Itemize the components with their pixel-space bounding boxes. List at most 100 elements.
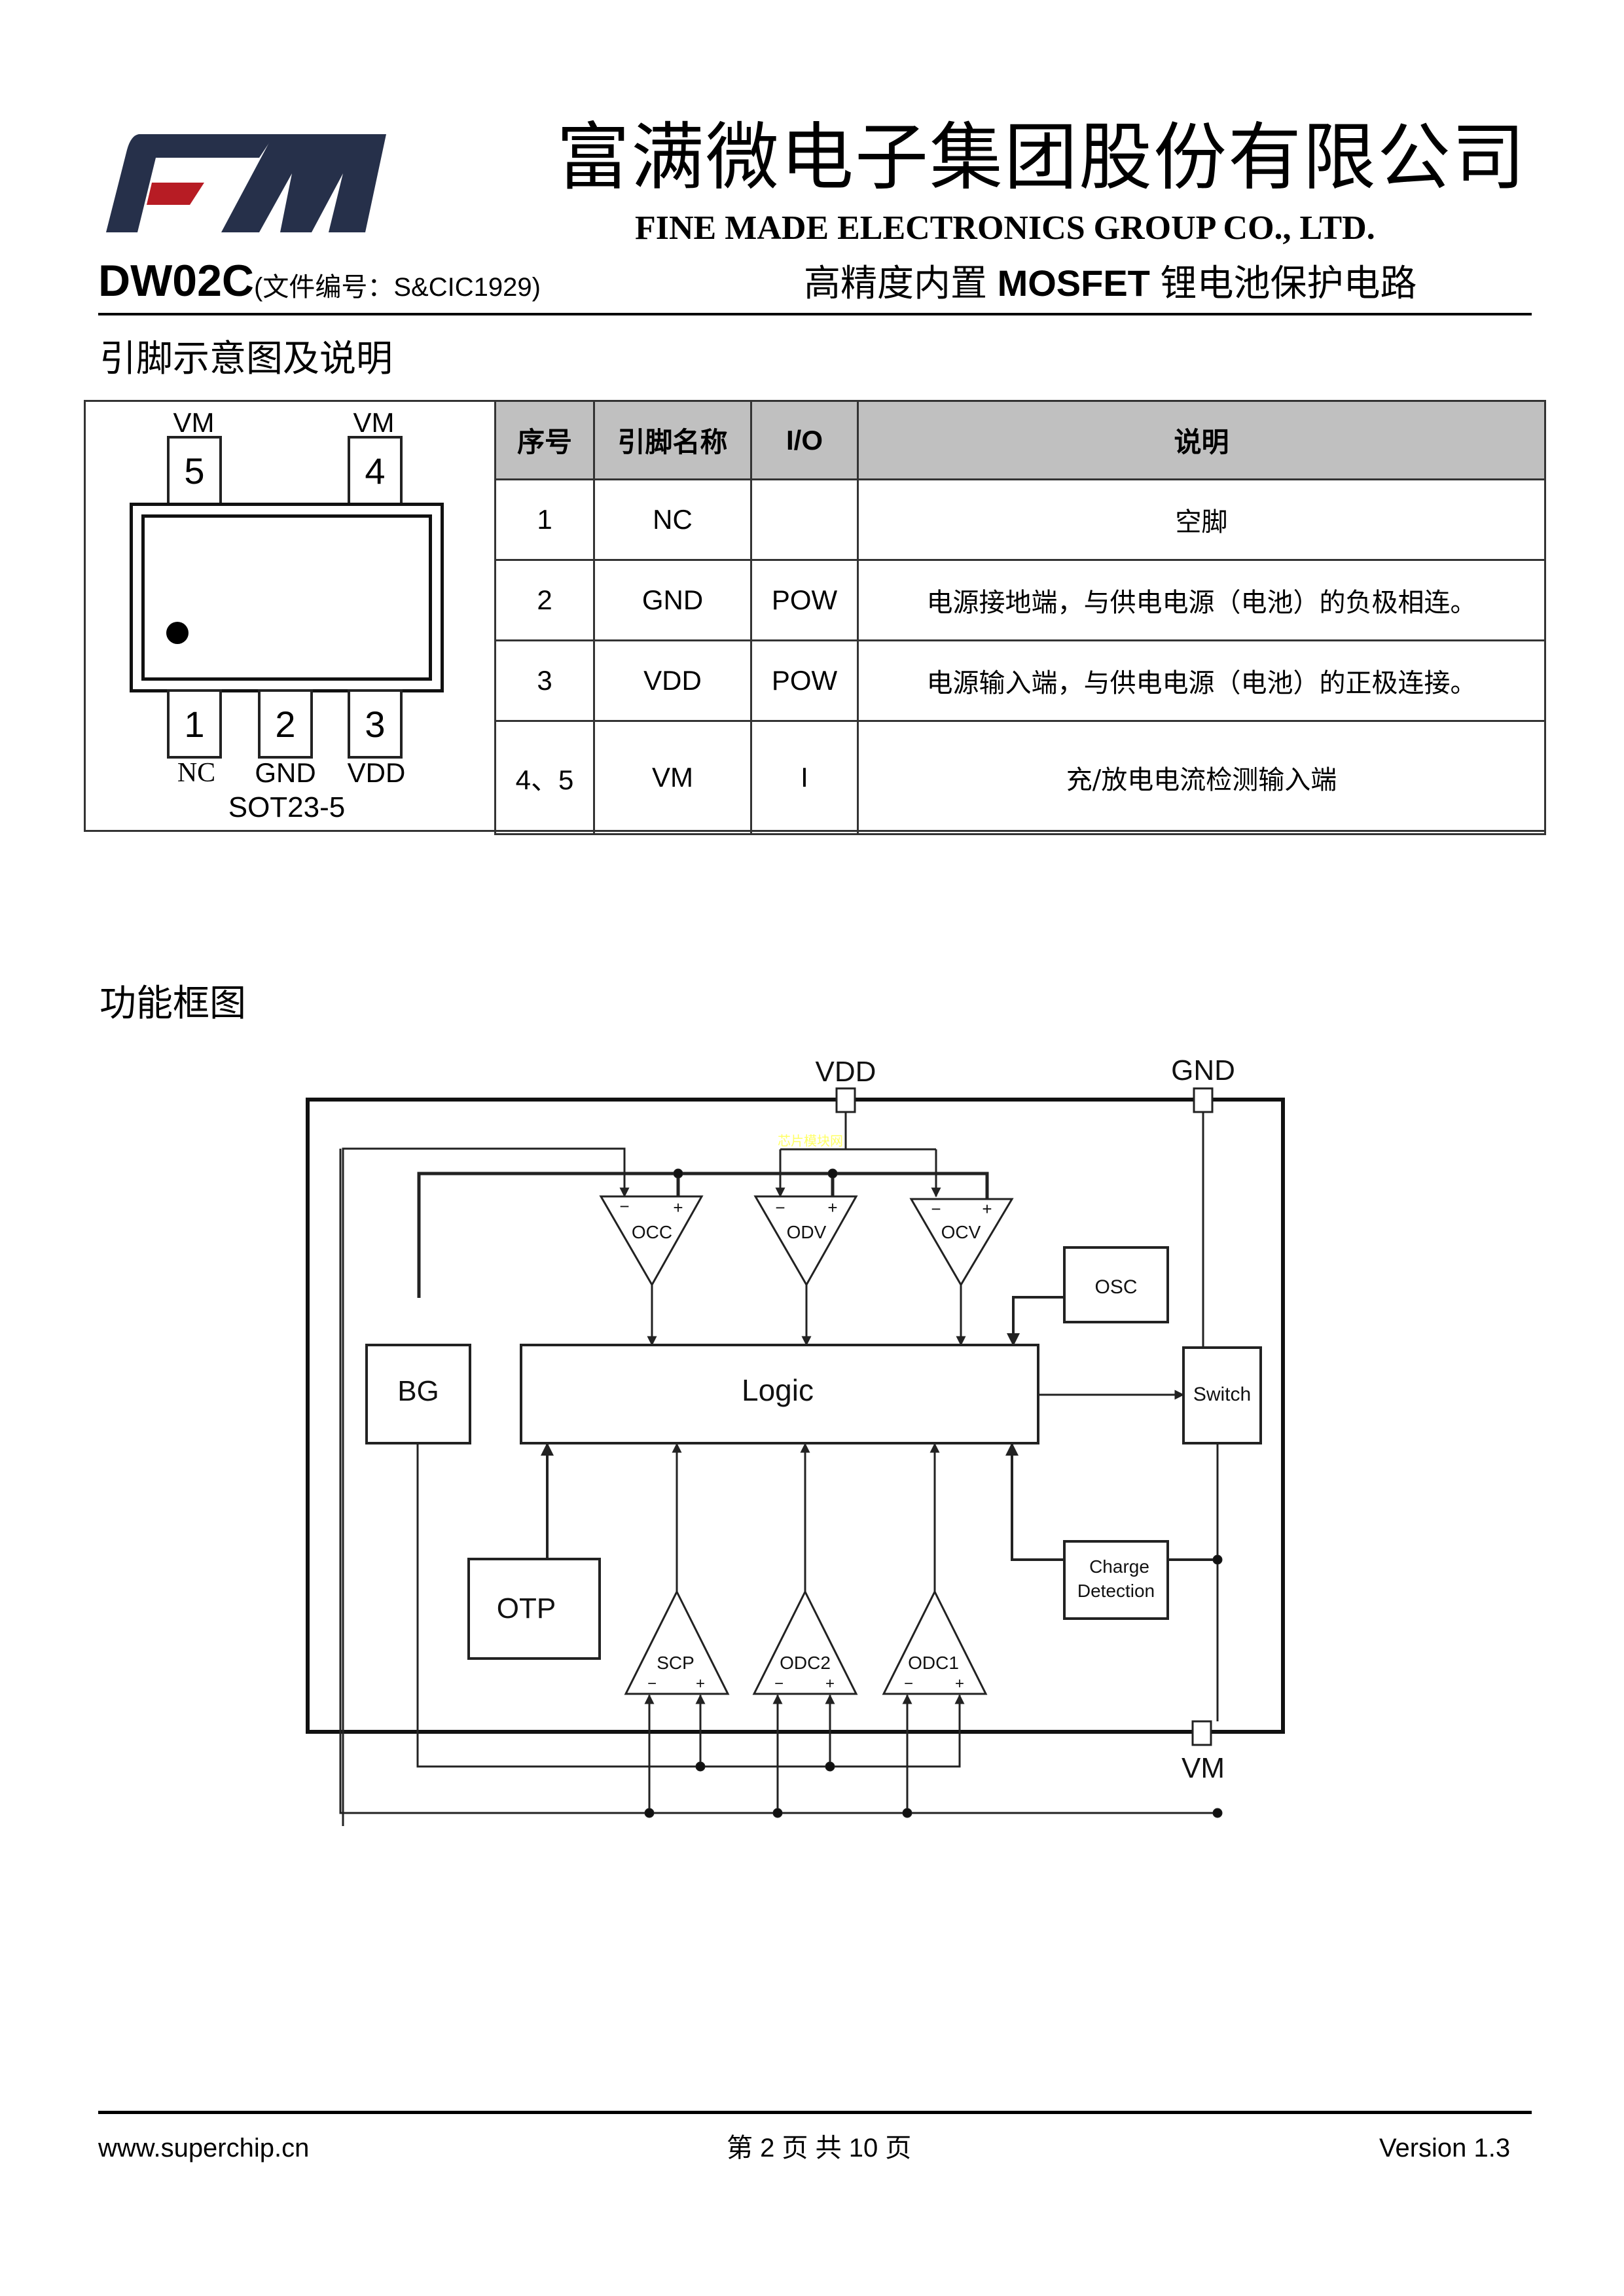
switch-block bbox=[1182, 1346, 1262, 1444]
scp-label: SCP bbox=[657, 1653, 695, 1673]
pin-number: 2 bbox=[494, 559, 595, 641]
plus-sign: + bbox=[827, 1198, 837, 1217]
osc-label: OSC bbox=[1094, 1276, 1137, 1298]
table-row: 3 VDD POW 电源输入端，与供电电源（电池）的正极连接。 bbox=[494, 639, 1546, 722]
company-name-en: FINE MADE ELECTRONICS GROUP CO., LTD. bbox=[635, 209, 1375, 247]
vdd-label: VDD bbox=[816, 1056, 876, 1088]
header-divider bbox=[98, 313, 1532, 315]
pin-name: VM bbox=[593, 720, 752, 835]
column-header-no: 序号 bbox=[494, 400, 595, 480]
subtitle-post: 锂电池保护电路 bbox=[1149, 262, 1417, 304]
pin5-box: 5 bbox=[167, 436, 222, 505]
pin-description: 电源输入端，与供电电源（电池）的正极连接。 bbox=[857, 639, 1546, 722]
column-header-desc: 说明 bbox=[857, 400, 1546, 480]
pin2-name: GND bbox=[255, 757, 316, 788]
pin-number: 4、5 bbox=[494, 720, 595, 835]
section-title-pins: 引脚示意图及说明 bbox=[99, 338, 393, 379]
junction-dot bbox=[827, 1168, 838, 1179]
pin4-name: VM bbox=[353, 407, 395, 438]
pin-description: 充/放电电流检测输入端 bbox=[857, 720, 1546, 835]
minus-sign: − bbox=[931, 1199, 941, 1219]
chip-boundary bbox=[306, 1098, 1285, 1734]
pin4-box: 4 bbox=[348, 436, 403, 505]
table-row: 2 GND POW 电源接地端，与供电电源（电池）的负极相连。 bbox=[494, 559, 1546, 641]
pin3-name: VDD bbox=[347, 757, 406, 788]
odc1-label: ODC1 bbox=[908, 1653, 959, 1673]
plus-sign: + bbox=[696, 1675, 705, 1693]
charge-detection-label-1: Charge bbox=[1089, 1556, 1149, 1577]
pin-name: NC bbox=[593, 478, 752, 561]
junction-dot bbox=[1212, 1554, 1223, 1565]
table-row: 4、5 VM I 充/放电电流检测输入端 bbox=[494, 720, 1546, 835]
junction-dot bbox=[772, 1808, 783, 1818]
occ-label: OCC bbox=[632, 1222, 672, 1242]
bg-ref-net-top bbox=[417, 1172, 989, 1298]
odc2-label: ODC2 bbox=[780, 1653, 831, 1673]
gnd-pad bbox=[1193, 1087, 1214, 1113]
footer-website-link[interactable]: www.superchip.cn bbox=[98, 2134, 310, 2162]
footer-version: Version 1.3 bbox=[1379, 2134, 1511, 2162]
pin-description: 空脚 bbox=[857, 478, 1546, 561]
document-number: (文件编号：S&CIC1929) bbox=[254, 273, 541, 302]
logo-red-bar bbox=[147, 183, 204, 205]
plus-sign: + bbox=[982, 1199, 992, 1219]
junction-dot bbox=[695, 1761, 706, 1772]
charge-det-to-logic bbox=[1005, 1443, 1064, 1561]
comparator-odv: − + ODV bbox=[753, 1195, 858, 1287]
vdd-pad bbox=[835, 1087, 856, 1113]
pin1-indicator-dot bbox=[166, 622, 189, 644]
comparator-occ: − + OCC bbox=[599, 1195, 704, 1287]
watermark-text: 芯片模块网 bbox=[778, 1134, 843, 1149]
plus-sign: + bbox=[825, 1675, 835, 1693]
comparator-scp: SCP − + bbox=[624, 1589, 730, 1695]
functional-block-diagram: VDD GND VM 芯片模块网 − + OCC − + ODV bbox=[306, 1054, 1285, 1826]
switch-label: Switch bbox=[1193, 1384, 1251, 1405]
package-body bbox=[130, 503, 444, 692]
minus-sign: − bbox=[619, 1196, 629, 1216]
pin-io: I bbox=[750, 720, 859, 835]
comparator-odc1: ODC1 − + bbox=[882, 1589, 988, 1695]
pin-name: GND bbox=[593, 559, 752, 641]
junction-dot bbox=[902, 1808, 912, 1818]
comparator-odc2: ODC2 − + bbox=[752, 1589, 858, 1695]
charge-detection-label-2: Detection bbox=[1077, 1581, 1155, 1601]
pin3-box: 3 bbox=[348, 689, 403, 759]
section-title-block-diagram: 功能框图 bbox=[99, 982, 246, 1024]
gnd-label: GND bbox=[1171, 1054, 1235, 1086]
column-header-io: I/O bbox=[750, 400, 859, 480]
vm-label: VM bbox=[1182, 1752, 1225, 1784]
osc-to-logic bbox=[1007, 1296, 1064, 1346]
model-name: DW02C bbox=[98, 256, 255, 306]
pin-description-table: 序号 引脚名称 I/O 说明 1 NC 空脚 2 GND POW 电源接地端，与… bbox=[494, 400, 1546, 835]
product-subtitle: 高精度内置 MOSFET 锂电池保护电路 bbox=[804, 265, 1416, 302]
pin-number: 1 bbox=[494, 478, 595, 561]
table-row: 1 NC 空脚 bbox=[494, 478, 1546, 561]
minus-sign: − bbox=[774, 1675, 784, 1693]
vm-sense-net-top bbox=[342, 1147, 626, 1826]
otp-block bbox=[467, 1558, 601, 1660]
pin-io bbox=[750, 478, 859, 561]
pin-io: POW bbox=[750, 559, 859, 641]
company-logo bbox=[106, 134, 386, 232]
footer-divider bbox=[98, 2111, 1532, 2114]
footer-page-number: 第 2 页 共 10 页 bbox=[727, 2134, 912, 2162]
plus-sign: + bbox=[955, 1675, 964, 1693]
odv-label: ODV bbox=[787, 1222, 827, 1242]
comparator-ocv: − + OCV bbox=[909, 1198, 1014, 1287]
minus-sign: − bbox=[775, 1198, 785, 1217]
pin-io: POW bbox=[750, 639, 859, 722]
minus-sign: − bbox=[647, 1675, 657, 1693]
junction-dot bbox=[644, 1808, 655, 1818]
minus-sign: − bbox=[904, 1675, 913, 1693]
subtitle-bold: MOSFET bbox=[997, 262, 1150, 304]
logo-letter-f bbox=[106, 134, 275, 232]
bg-block bbox=[365, 1344, 471, 1444]
plus-sign: + bbox=[673, 1198, 683, 1217]
vm-sense-net-bottom bbox=[339, 1149, 1218, 1814]
company-name-cn: 富满微电子集团股份有限公司 bbox=[556, 115, 1526, 200]
junction-dot bbox=[1212, 1808, 1223, 1818]
pin1-name: NC bbox=[177, 758, 216, 788]
column-header-name: 引脚名称 bbox=[593, 400, 752, 480]
pin-number: 3 bbox=[494, 639, 595, 722]
junction-dot bbox=[825, 1761, 835, 1772]
